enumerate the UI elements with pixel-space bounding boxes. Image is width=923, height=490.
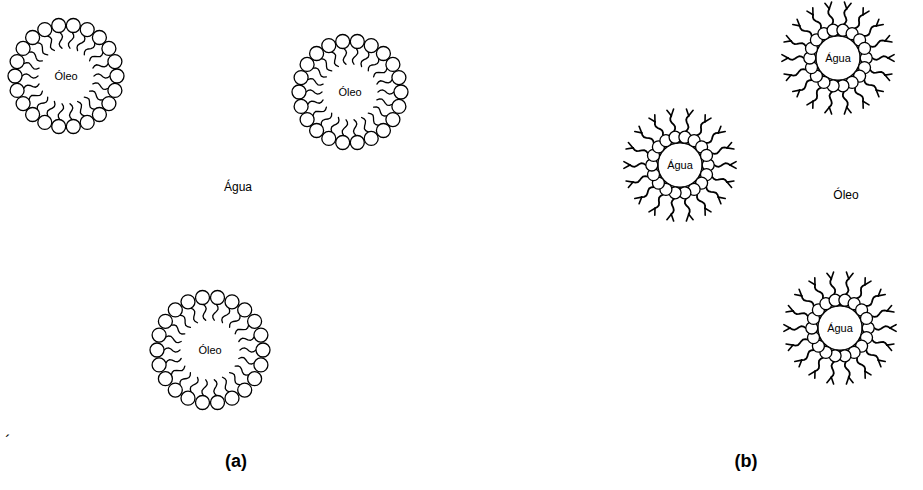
phase-label: Óleo [54, 70, 77, 82]
reverse-micelle: Água [624, 109, 736, 221]
reverse-micelle: Água [784, 272, 896, 384]
phase-label: Óleo [198, 344, 221, 356]
panel-label: (b) [735, 452, 758, 472]
oil-in-water-micelle: Óleo [290, 32, 410, 152]
continuous-phase-label: Óleo [833, 189, 858, 202]
phase-label: Água [827, 322, 853, 334]
phase-label: Óleo [338, 86, 361, 98]
phase-label: Água [667, 159, 693, 171]
phase-label: Água [825, 52, 851, 64]
continuous-phase-label: Água [224, 181, 252, 194]
stray-mark: ´ [5, 433, 10, 451]
oil-in-water-micelle: Óleo [6, 16, 126, 136]
reverse-micelle: Água [782, 2, 894, 114]
oil-in-water-micelle: Óleo [148, 288, 272, 412]
panel-label: (a) [225, 452, 247, 472]
